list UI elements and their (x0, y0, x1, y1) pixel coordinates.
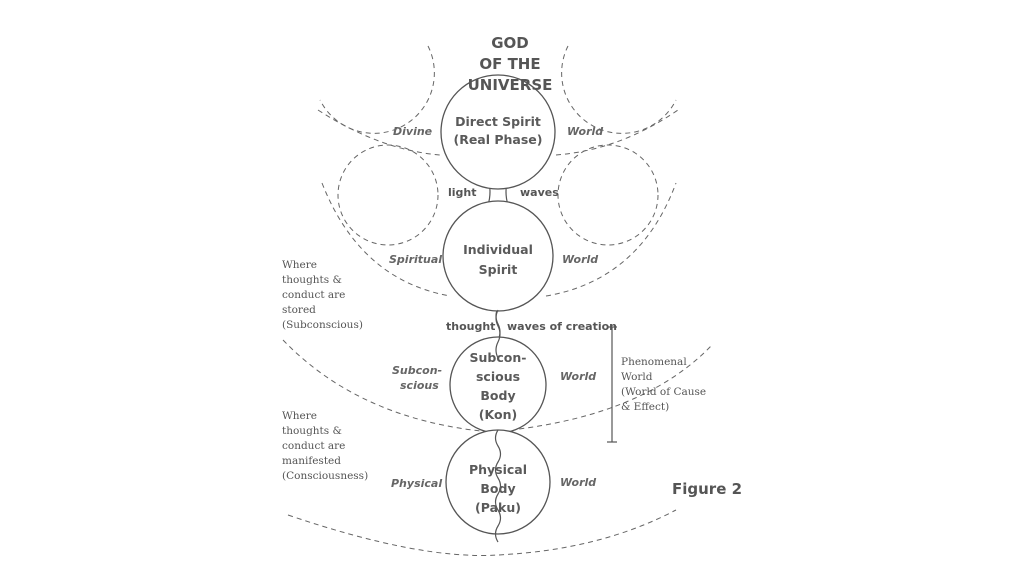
divine-label: Divine (393, 125, 433, 138)
physical-body-label-2: Body (480, 481, 515, 496)
individual-spirit-label-1: Individual (463, 242, 533, 257)
thought-wave-line-inner (494, 309, 502, 543)
divine-world-label: World (567, 125, 603, 138)
spiritual-world-label: World (562, 253, 598, 266)
world-labels: Divine World Spiritual World Subcon- sci… (389, 125, 603, 490)
manifested-note-line-3: conduct are (282, 440, 345, 452)
subconscious-label-1: Subcon- (392, 364, 442, 377)
manifested-note: Where thoughts & conduct are manifested … (282, 410, 368, 482)
manifested-note-line-4: manifested (282, 455, 341, 467)
phenomenal-note-line-1: Phenomenal (621, 356, 687, 368)
subconscious-label-2: scious (400, 379, 439, 392)
waves-label: waves (520, 186, 559, 199)
manifested-note-line-2: thoughts & (282, 425, 342, 437)
physical-world-label: World (560, 476, 596, 489)
light-label: light (448, 186, 477, 199)
stored-note-line-5: (Subconscious) (282, 319, 363, 331)
stored-note-line-4: stored (282, 304, 316, 316)
divine-world-boundary-left (319, 45, 435, 134)
figure-label: Figure 2 (672, 480, 742, 498)
phenomenal-note-line-2: World (621, 371, 653, 383)
divine-world-lower-boundary (317, 109, 441, 156)
subconscious-body-label-4: (Kon) (479, 407, 517, 422)
thought-label: thought (446, 320, 495, 333)
spirit-bubble-left (337, 144, 439, 246)
subconscious-body-label-2: scious (476, 369, 520, 384)
wave-labels: light waves thought waves of creation (446, 186, 617, 333)
subconscious-world-label: World (560, 370, 596, 383)
phenomenal-note: Phenomenal World (World of Cause & Effec… (621, 356, 706, 413)
phenomenal-note-line-4: & Effect) (621, 401, 669, 413)
phenomenal-note-line-3: (World of Cause (621, 386, 706, 398)
direct-spirit-label-2: (Real Phase) (453, 132, 542, 147)
stored-note-line-1: Where (282, 259, 317, 271)
direct-spirit-circle (440, 74, 556, 190)
physical-body-label-3: (Paku) (475, 500, 521, 515)
stored-note-line-2: thoughts & (282, 274, 342, 286)
physical-label: Physical (391, 477, 442, 490)
title-line-1: GOD (491, 34, 529, 52)
spirit-bubble-right (557, 144, 659, 246)
spiritual-world-boundary-right (545, 182, 677, 297)
physical-body-label-1: Physical (469, 462, 527, 477)
stored-note: Where thoughts & conduct are stored (Sub… (282, 259, 363, 331)
direct-spirit-label-1: Direct Spirit (455, 114, 541, 129)
spiritual-label: Spiritual (389, 253, 442, 266)
circle-labels: Direct Spirit (Real Phase) Individual Sp… (453, 114, 542, 515)
spiritual-world-boundary (321, 182, 451, 297)
subconscious-body-label-3: Body (480, 388, 515, 403)
stored-note-line-3: conduct are (282, 289, 345, 301)
physical-world-boundary (287, 509, 677, 556)
title-line-2: OF THE (479, 55, 540, 73)
subconscious-world-boundary (282, 339, 713, 433)
divine-world-boundary-right (561, 45, 677, 134)
title-line-3: UNIVERSE (468, 76, 553, 94)
divine-world-lower-boundary-right (555, 109, 679, 156)
subconscious-body-label-1: Subcon- (470, 350, 527, 365)
manifested-note-line-5: (Consciousness) (282, 470, 368, 482)
manifested-note-line-1: Where (282, 410, 317, 422)
creation-label: waves of creation (507, 320, 617, 333)
page-title: GOD OF THE UNIVERSE (468, 34, 553, 94)
individual-spirit-label-2: Spirit (479, 262, 518, 277)
phenomenal-world-bracket (607, 326, 617, 443)
world-boundaries (282, 45, 713, 556)
